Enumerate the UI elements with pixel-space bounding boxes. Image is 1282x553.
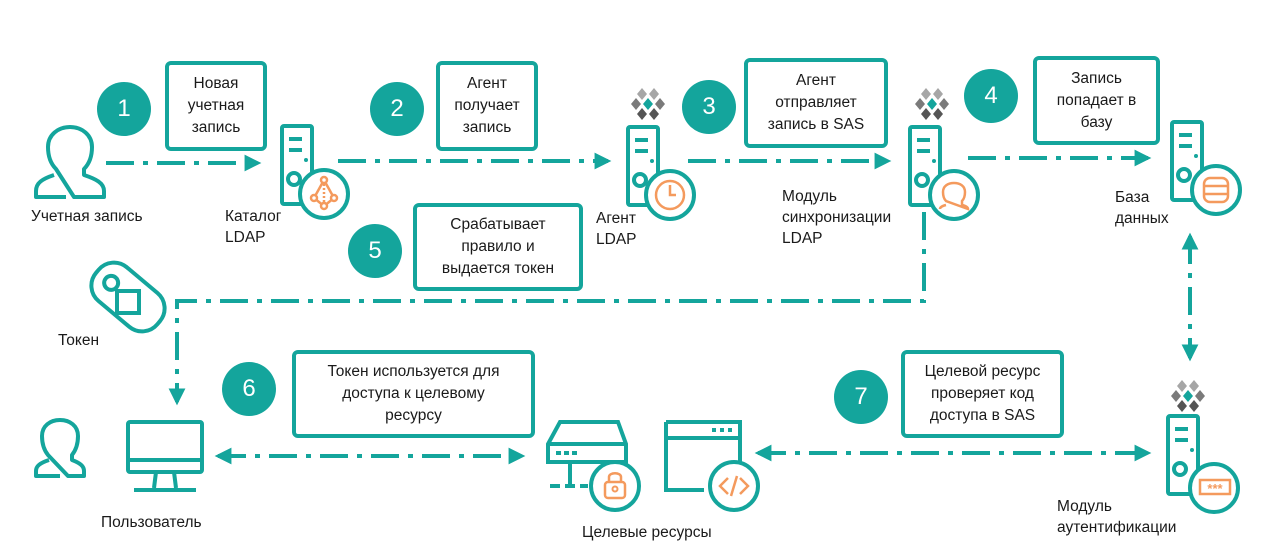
step-box-7: Целевой ресурс проверяет код доступа в S…: [901, 350, 1064, 438]
ldap-agent-label: Агент LDAP: [596, 210, 637, 248]
resources-icon: [546, 420, 760, 512]
user-icon: [34, 125, 106, 199]
svg-text:***: ***: [1207, 481, 1223, 496]
user-computer-icon: [34, 418, 204, 492]
step-box-6: Токен используется для доступа к целевом…: [292, 350, 535, 438]
target-resources-label: Целевые ресурсы: [582, 524, 712, 541]
sas-logo-icon: [631, 88, 665, 120]
step-badge-3: 3: [682, 80, 736, 134]
ldap-catalog-label: Каталог LDAP: [225, 208, 282, 246]
connectors: [106, 149, 1199, 465]
step-box-5: Срабатывает правило и выдается токен: [413, 203, 583, 291]
sas-logo-icon: [915, 88, 949, 120]
server-clock-icon: [626, 125, 696, 221]
step-badge-4: 4: [964, 69, 1018, 123]
step-box-3: Агент отправляет запись в SAS: [744, 58, 888, 148]
auth-module-label: Модуль аутентификации: [1057, 498, 1177, 536]
server-database-icon: [1170, 120, 1242, 216]
step-badge-6: 6: [222, 362, 276, 416]
sas-logo-icon: [1171, 380, 1205, 412]
step-badge-5: 5: [348, 224, 402, 278]
user-label: Пользователь: [101, 514, 202, 531]
database-label: База данных: [1115, 189, 1169, 227]
step-box-2: Агент получает запись: [436, 61, 538, 151]
step-box-4: Запись попадает в базу: [1033, 56, 1160, 145]
step-box-1: Новая учетная запись: [165, 61, 267, 151]
token-icon: [89, 260, 167, 334]
arrow-sync-to-user: [168, 212, 926, 406]
token-label: Токен: [58, 332, 100, 349]
server-network-icon: [280, 124, 350, 220]
account-label: Учетная запись: [31, 208, 143, 225]
sync-module-label: Модуль синхронизации LDAP: [782, 188, 892, 247]
step-badge-7: 7: [834, 370, 888, 424]
server-password-icon: ***: [1166, 414, 1240, 514]
step-badge-1: 1: [97, 82, 151, 136]
server-user-icon: [908, 125, 980, 221]
step-badge-2: 2: [370, 82, 424, 136]
